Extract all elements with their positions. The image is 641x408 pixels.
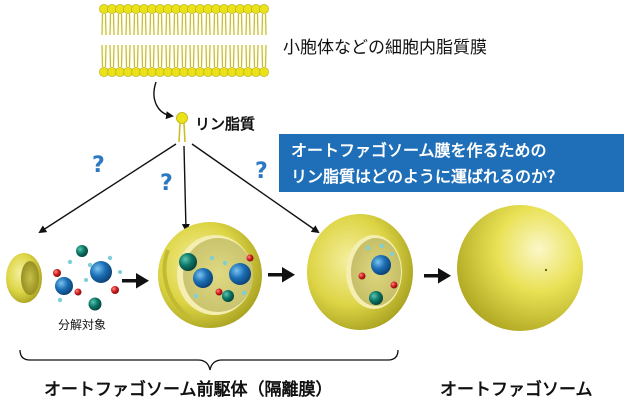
autophagosome-sphere xyxy=(457,205,583,331)
phospholipid-label: リン脂質 xyxy=(195,115,256,133)
precursor-brace xyxy=(19,349,399,371)
precursor-label: オートファゴソーム前駆体（隔離膜） xyxy=(44,380,333,400)
flow-arrow-3 xyxy=(424,268,451,284)
precursor-large xyxy=(307,214,413,330)
arrow-to-precursor-large xyxy=(191,143,320,234)
cargo-label: 分解対象 xyxy=(58,318,107,332)
membrane-label: 小胞体などの細胞内脂質膜 xyxy=(283,38,487,58)
precursor-medium xyxy=(158,222,262,328)
lipid-bilayer-membrane xyxy=(99,4,269,77)
membrane-to-lipid-arrow xyxy=(153,81,174,120)
autophagosome-label: オートファゴソーム xyxy=(440,380,593,400)
question-box: オートファゴソーム膜を作るための リン脂質はどのように運ばれるのか？ xyxy=(279,134,624,192)
phospholipid-molecule xyxy=(176,112,188,143)
cargo-group-1 xyxy=(53,245,122,311)
precursor-small xyxy=(6,253,42,303)
flow-arrow-2 xyxy=(268,267,295,283)
arrow-to-precursor-middle xyxy=(181,145,190,232)
flow-arrow-1 xyxy=(122,273,149,289)
arrow-to-precursor-small xyxy=(38,143,177,234)
question-mark-right: ? xyxy=(255,159,268,184)
question-mark-middle: ? xyxy=(160,171,173,196)
question-line-1: オートファゴソーム膜を作るための xyxy=(291,141,547,160)
question-line-2: リン脂質はどのように運ばれるのか？ xyxy=(291,167,564,186)
question-mark-left: ? xyxy=(92,153,105,178)
